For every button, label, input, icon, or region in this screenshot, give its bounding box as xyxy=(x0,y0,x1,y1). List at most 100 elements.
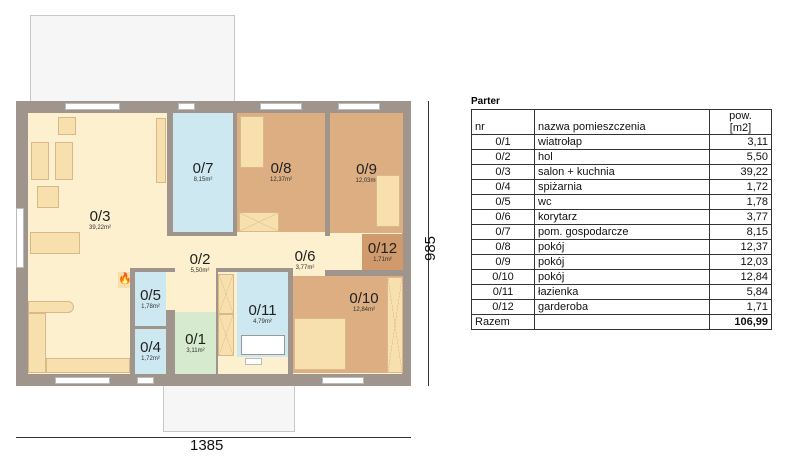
cell-nr: 0/7 xyxy=(471,224,535,240)
kitchen-unit xyxy=(28,313,46,373)
wall xyxy=(216,268,291,272)
armchair xyxy=(58,117,76,135)
room-area: 12,37m² xyxy=(269,177,292,183)
cell-name: pokój xyxy=(534,254,710,270)
cell-name: pokój xyxy=(534,239,710,255)
width-dimension-label: 1385 xyxy=(190,437,224,454)
wall xyxy=(233,101,237,236)
room-number: 0/5 xyxy=(140,286,161,304)
room-0-2: 0/2 5,50m² xyxy=(180,248,220,278)
wardrobe xyxy=(387,277,403,373)
kitchen-counter xyxy=(28,301,74,313)
bed xyxy=(294,318,346,370)
cell-area: 12,03 xyxy=(709,254,772,270)
room-area: 1,78m² xyxy=(141,303,160,310)
cell-nr: 0/10 xyxy=(471,269,535,285)
room-0-3-label: 0/3 39,22m² xyxy=(75,205,125,235)
room-number: 0/8 xyxy=(270,160,292,177)
room-0-10-label: 0/10 12,84m² xyxy=(343,288,385,316)
wall xyxy=(288,268,293,378)
cell-name: pom. gospodarcze xyxy=(534,224,710,240)
fireplace-icon: 🔥 xyxy=(118,272,132,288)
table-total-row: Razem 106,99 xyxy=(471,314,772,330)
cell-name: wc xyxy=(534,194,710,210)
cell-name: garderoba xyxy=(534,299,710,315)
wall xyxy=(130,268,135,378)
cell-nr: 0/5 xyxy=(471,194,535,210)
cell-name: salon + kuchnia xyxy=(534,164,710,180)
wall xyxy=(166,310,175,378)
window xyxy=(245,358,262,365)
cell-area: 3,11 xyxy=(709,134,772,150)
window xyxy=(260,103,302,110)
room-0-12: 0/12 1,71m² xyxy=(362,234,403,270)
table-title: Parter xyxy=(471,96,500,107)
cell-nr: 0/3 xyxy=(471,164,535,180)
room-area: 12,03m² xyxy=(355,177,378,184)
room-0-1: 0/1 3,11m² xyxy=(175,312,216,374)
room-area: 4,79m² xyxy=(253,319,272,325)
header-area: pow.[m2] xyxy=(709,109,772,135)
cell-area: 1,71 xyxy=(709,299,772,315)
cell-area: 12,84 xyxy=(709,269,772,285)
cell-nr: 0/6 xyxy=(471,209,535,225)
wall xyxy=(130,268,175,272)
height-dimension-label: 985 xyxy=(422,235,440,262)
cell-name: wiatrołap xyxy=(534,134,710,150)
header-area-line1: pow. xyxy=(729,110,752,122)
wall xyxy=(135,326,166,329)
cell-area: 8,15 xyxy=(709,224,772,240)
wall xyxy=(325,270,405,276)
cell-nr: 0/4 xyxy=(471,179,535,195)
room-area: 12,84m² xyxy=(352,306,375,313)
cell-nr: 0/2 xyxy=(471,149,535,165)
kitchen-unit xyxy=(46,358,130,373)
bathtub xyxy=(241,335,285,355)
sofa xyxy=(31,142,49,180)
room-area: 3,77m² xyxy=(295,264,315,271)
cell-area: 5,50 xyxy=(709,149,772,165)
room-number: 0/9 xyxy=(356,160,377,178)
room-number: 0/2 xyxy=(189,250,211,268)
wall xyxy=(167,101,173,236)
window xyxy=(137,377,154,384)
cell-area: 39,22 xyxy=(709,164,772,180)
room-number: 0/3 xyxy=(89,207,111,225)
window xyxy=(178,103,195,110)
cell-name: pokój xyxy=(534,269,710,285)
room-area: 8,15m² xyxy=(193,177,213,183)
cell-nr: 0/9 xyxy=(471,254,535,270)
wall xyxy=(325,101,330,236)
room-0-7: 0/7 8,15m² xyxy=(173,113,233,232)
room-number: 0/7 xyxy=(192,160,214,177)
cell-area: 3,77 xyxy=(709,209,772,225)
height-dimension-line xyxy=(428,101,429,386)
room-0-5: 0/5 1,78m² xyxy=(135,272,166,326)
closet xyxy=(218,274,234,314)
wardrobe xyxy=(239,212,279,232)
bed xyxy=(376,175,400,227)
wall xyxy=(216,268,218,378)
cell-area: 1,72 xyxy=(709,179,772,195)
bed xyxy=(240,116,264,168)
room-number: 0/6 xyxy=(294,247,316,265)
wall xyxy=(167,232,237,236)
window xyxy=(338,103,380,110)
cell-nr: 0/12 xyxy=(471,299,535,315)
window xyxy=(55,377,110,384)
room-0-6: 0/6 3,77m² xyxy=(285,245,325,275)
room-0-4: 0/4 1,72m² xyxy=(135,329,166,374)
room-number: 0/12 xyxy=(367,239,398,257)
cell-nr: 0/8 xyxy=(471,239,535,255)
cell-area: 12,37 xyxy=(709,239,772,255)
window xyxy=(322,377,364,384)
tv-cabinet xyxy=(156,118,166,183)
